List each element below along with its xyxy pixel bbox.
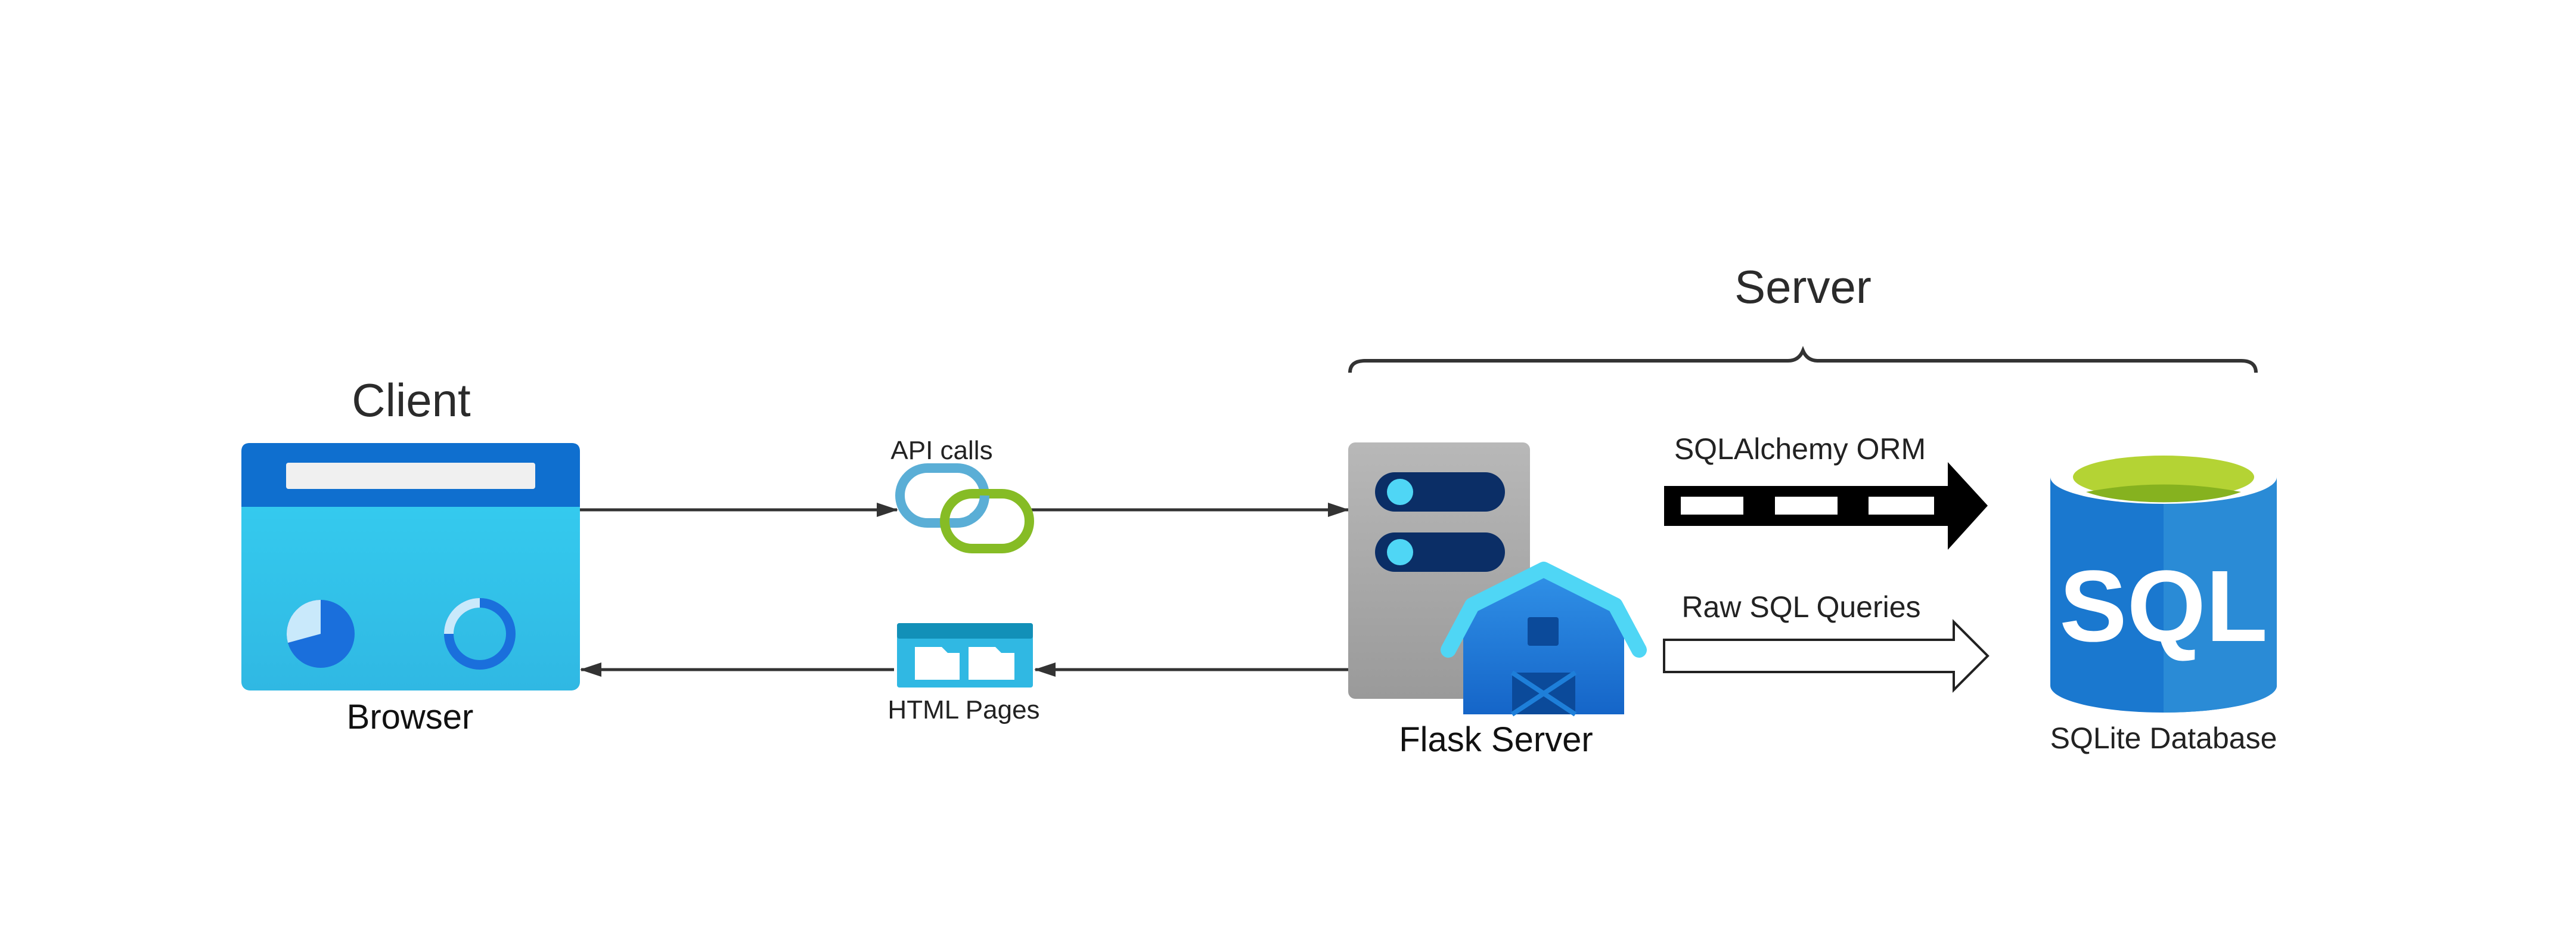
flask-server-label: Flask Server bbox=[1399, 720, 1593, 759]
chain-link-icon bbox=[895, 463, 1034, 553]
browser-window-icon bbox=[241, 443, 580, 690]
html-pages-icon bbox=[897, 623, 1033, 688]
raw-sql-label: Raw SQL Queries bbox=[1681, 590, 1920, 624]
html-pages-label: HTML Pages bbox=[887, 695, 1039, 724]
browser-label: Browser bbox=[347, 698, 474, 736]
server-brace bbox=[1348, 346, 2258, 373]
sqlalchemy-label: SQLAlchemy ORM bbox=[1674, 432, 1926, 466]
client-title: Client bbox=[352, 374, 471, 426]
barn-icon bbox=[1441, 562, 1647, 717]
raw-sql-queries-arrow bbox=[1663, 619, 1990, 693]
sql-database-icon: SQL bbox=[2050, 450, 2277, 713]
sqlalchemy-orm-arrow bbox=[1664, 462, 1988, 550]
server-title: Server bbox=[1734, 261, 1872, 313]
sql-logo-text: SQL bbox=[2059, 550, 2267, 663]
api-calls-label: API calls bbox=[890, 436, 992, 465]
sqlite-database-label: SQLite Database bbox=[2050, 721, 2277, 755]
